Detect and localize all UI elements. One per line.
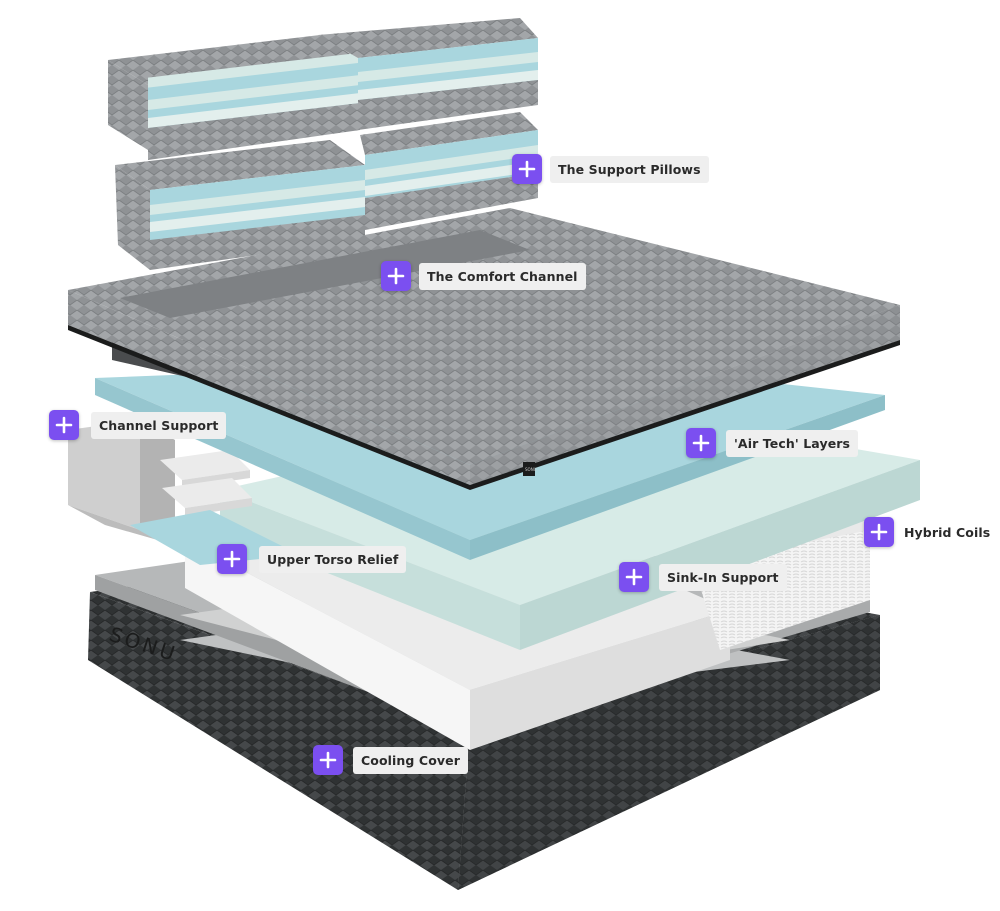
hotspot-air-tech-layers[interactable]: 'Air Tech' Layers	[686, 428, 859, 458]
plus-button[interactable]	[864, 517, 894, 547]
hotspot-label[interactable]: 'Air Tech' Layers	[726, 429, 859, 457]
support-pillows-group	[108, 18, 538, 270]
plus-button[interactable]	[381, 261, 411, 291]
plus-icon	[387, 267, 405, 285]
hotspot-comfort-channel[interactable]: The Comfort Channel	[381, 261, 586, 291]
plus-icon	[319, 751, 337, 769]
plus-button[interactable]	[686, 428, 716, 458]
hotspot-support-pillows[interactable]: The Support Pillows	[512, 154, 709, 184]
plus-icon	[692, 434, 710, 452]
hotspot-hybrid-coils[interactable]: Hybrid Coils	[864, 517, 992, 547]
comfort-channel-layer: SONU	[68, 208, 900, 490]
hotspot-cooling-cover[interactable]: Cooling Cover	[313, 745, 468, 775]
hotspot-label[interactable]: Channel Support	[91, 411, 227, 439]
hotspot-upper-torso-relief[interactable]: Upper Torso Relief	[217, 544, 407, 574]
hotspot-label[interactable]: Cooling Cover	[353, 746, 468, 774]
hotspot-sink-in-support[interactable]: Sink-In Support	[619, 562, 787, 592]
plus-button[interactable]	[619, 562, 649, 592]
plus-icon	[55, 416, 73, 434]
plus-button[interactable]	[217, 544, 247, 574]
plus-icon	[518, 160, 536, 178]
brand-tag: SONU	[525, 467, 537, 472]
plus-icon	[870, 523, 888, 541]
hotspot-channel-support[interactable]: Channel Support	[49, 410, 227, 440]
plus-button[interactable]	[313, 745, 343, 775]
plus-button[interactable]	[512, 154, 542, 184]
hotspot-label[interactable]: Sink-In Support	[659, 563, 787, 591]
plus-button[interactable]	[49, 410, 79, 440]
hotspot-label[interactable]: The Comfort Channel	[419, 262, 586, 290]
plus-icon	[625, 568, 643, 586]
plus-icon	[223, 550, 241, 568]
hotspot-label[interactable]: Hybrid Coils	[904, 524, 991, 540]
hotspot-label[interactable]: Upper Torso Relief	[259, 545, 407, 573]
hotspot-label[interactable]: The Support Pillows	[550, 155, 709, 183]
